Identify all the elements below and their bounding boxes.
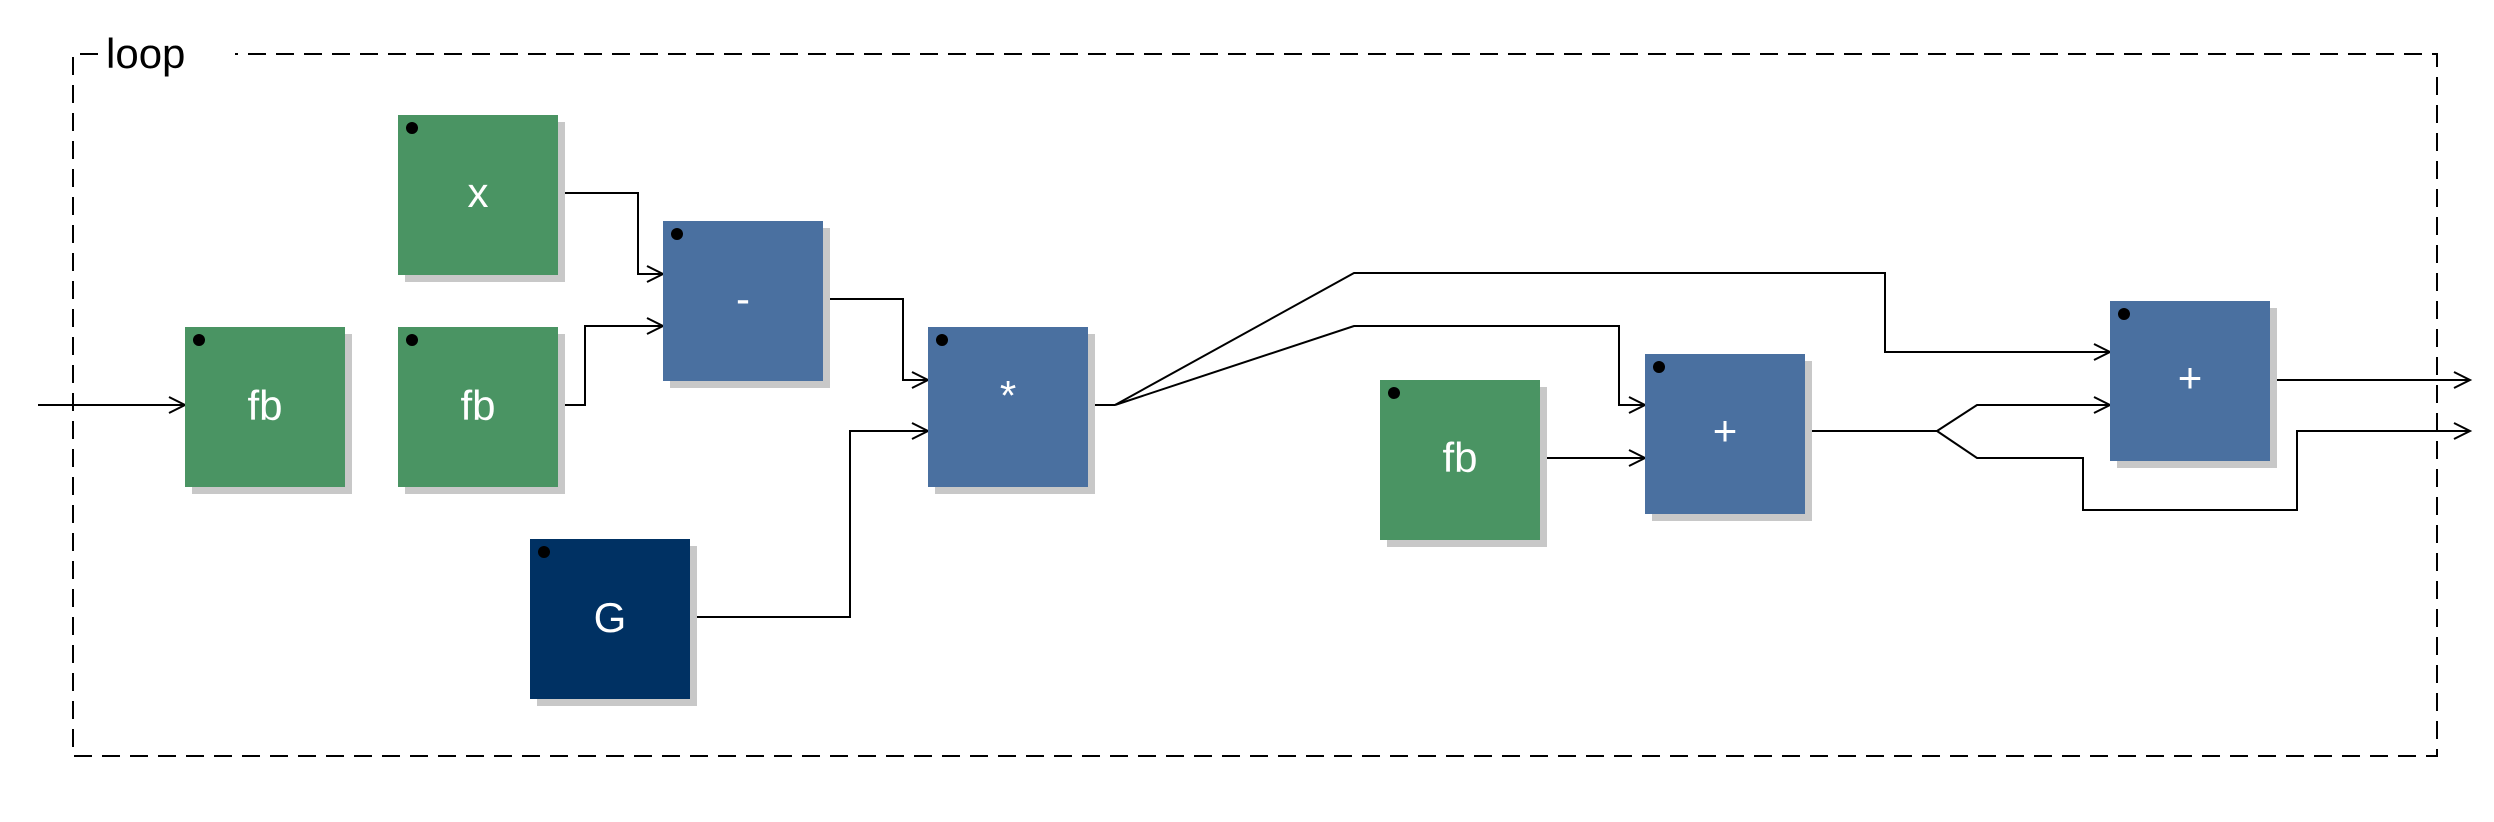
block-mul-label: *	[1000, 372, 1016, 419]
block-fb-right-label: fb	[1442, 434, 1477, 481]
block-x[interactable]: x	[398, 115, 565, 282]
wire-plus1-to-plus2	[1936, 404, 2110, 432]
wire-x-to-minus	[558, 192, 663, 275]
loop-group-label: loop	[106, 30, 185, 77]
arrowhead	[2453, 422, 2473, 440]
block-plus1-label: +	[1713, 407, 1738, 454]
wire-mul-to-plus2	[1114, 272, 2110, 406]
block-plus2[interactable]: +	[2110, 301, 2277, 468]
block-fb-mid-label: fb	[460, 382, 495, 429]
block-minus[interactable]: -	[663, 221, 830, 388]
block-g-label: G	[594, 594, 627, 641]
block-plus2-label: +	[2178, 354, 2203, 401]
wires	[38, 192, 2473, 618]
wire-g-to-mul	[690, 430, 928, 618]
wire-plus1-to-output2	[1936, 430, 2470, 511]
block-mul[interactable]: *	[928, 327, 1095, 494]
block-minus-label: -	[736, 275, 750, 322]
block-fb-input-label: fb	[247, 382, 282, 429]
block-fb-input[interactable]: fb	[185, 327, 352, 494]
block-fb-right[interactable]: fb	[1380, 380, 1547, 547]
wire-mul-to-plus1	[1114, 325, 1645, 406]
block-x-label: x	[468, 169, 489, 216]
block-plus1[interactable]: +	[1645, 354, 1812, 521]
loop-group-frame	[72, 53, 2438, 757]
wire-fb-to-minus	[558, 325, 663, 406]
block-fb-mid[interactable]: fb	[398, 327, 565, 494]
block-g[interactable]: G	[530, 539, 697, 706]
arrowhead	[2453, 371, 2473, 389]
wire-minus-to-mul	[823, 298, 928, 381]
